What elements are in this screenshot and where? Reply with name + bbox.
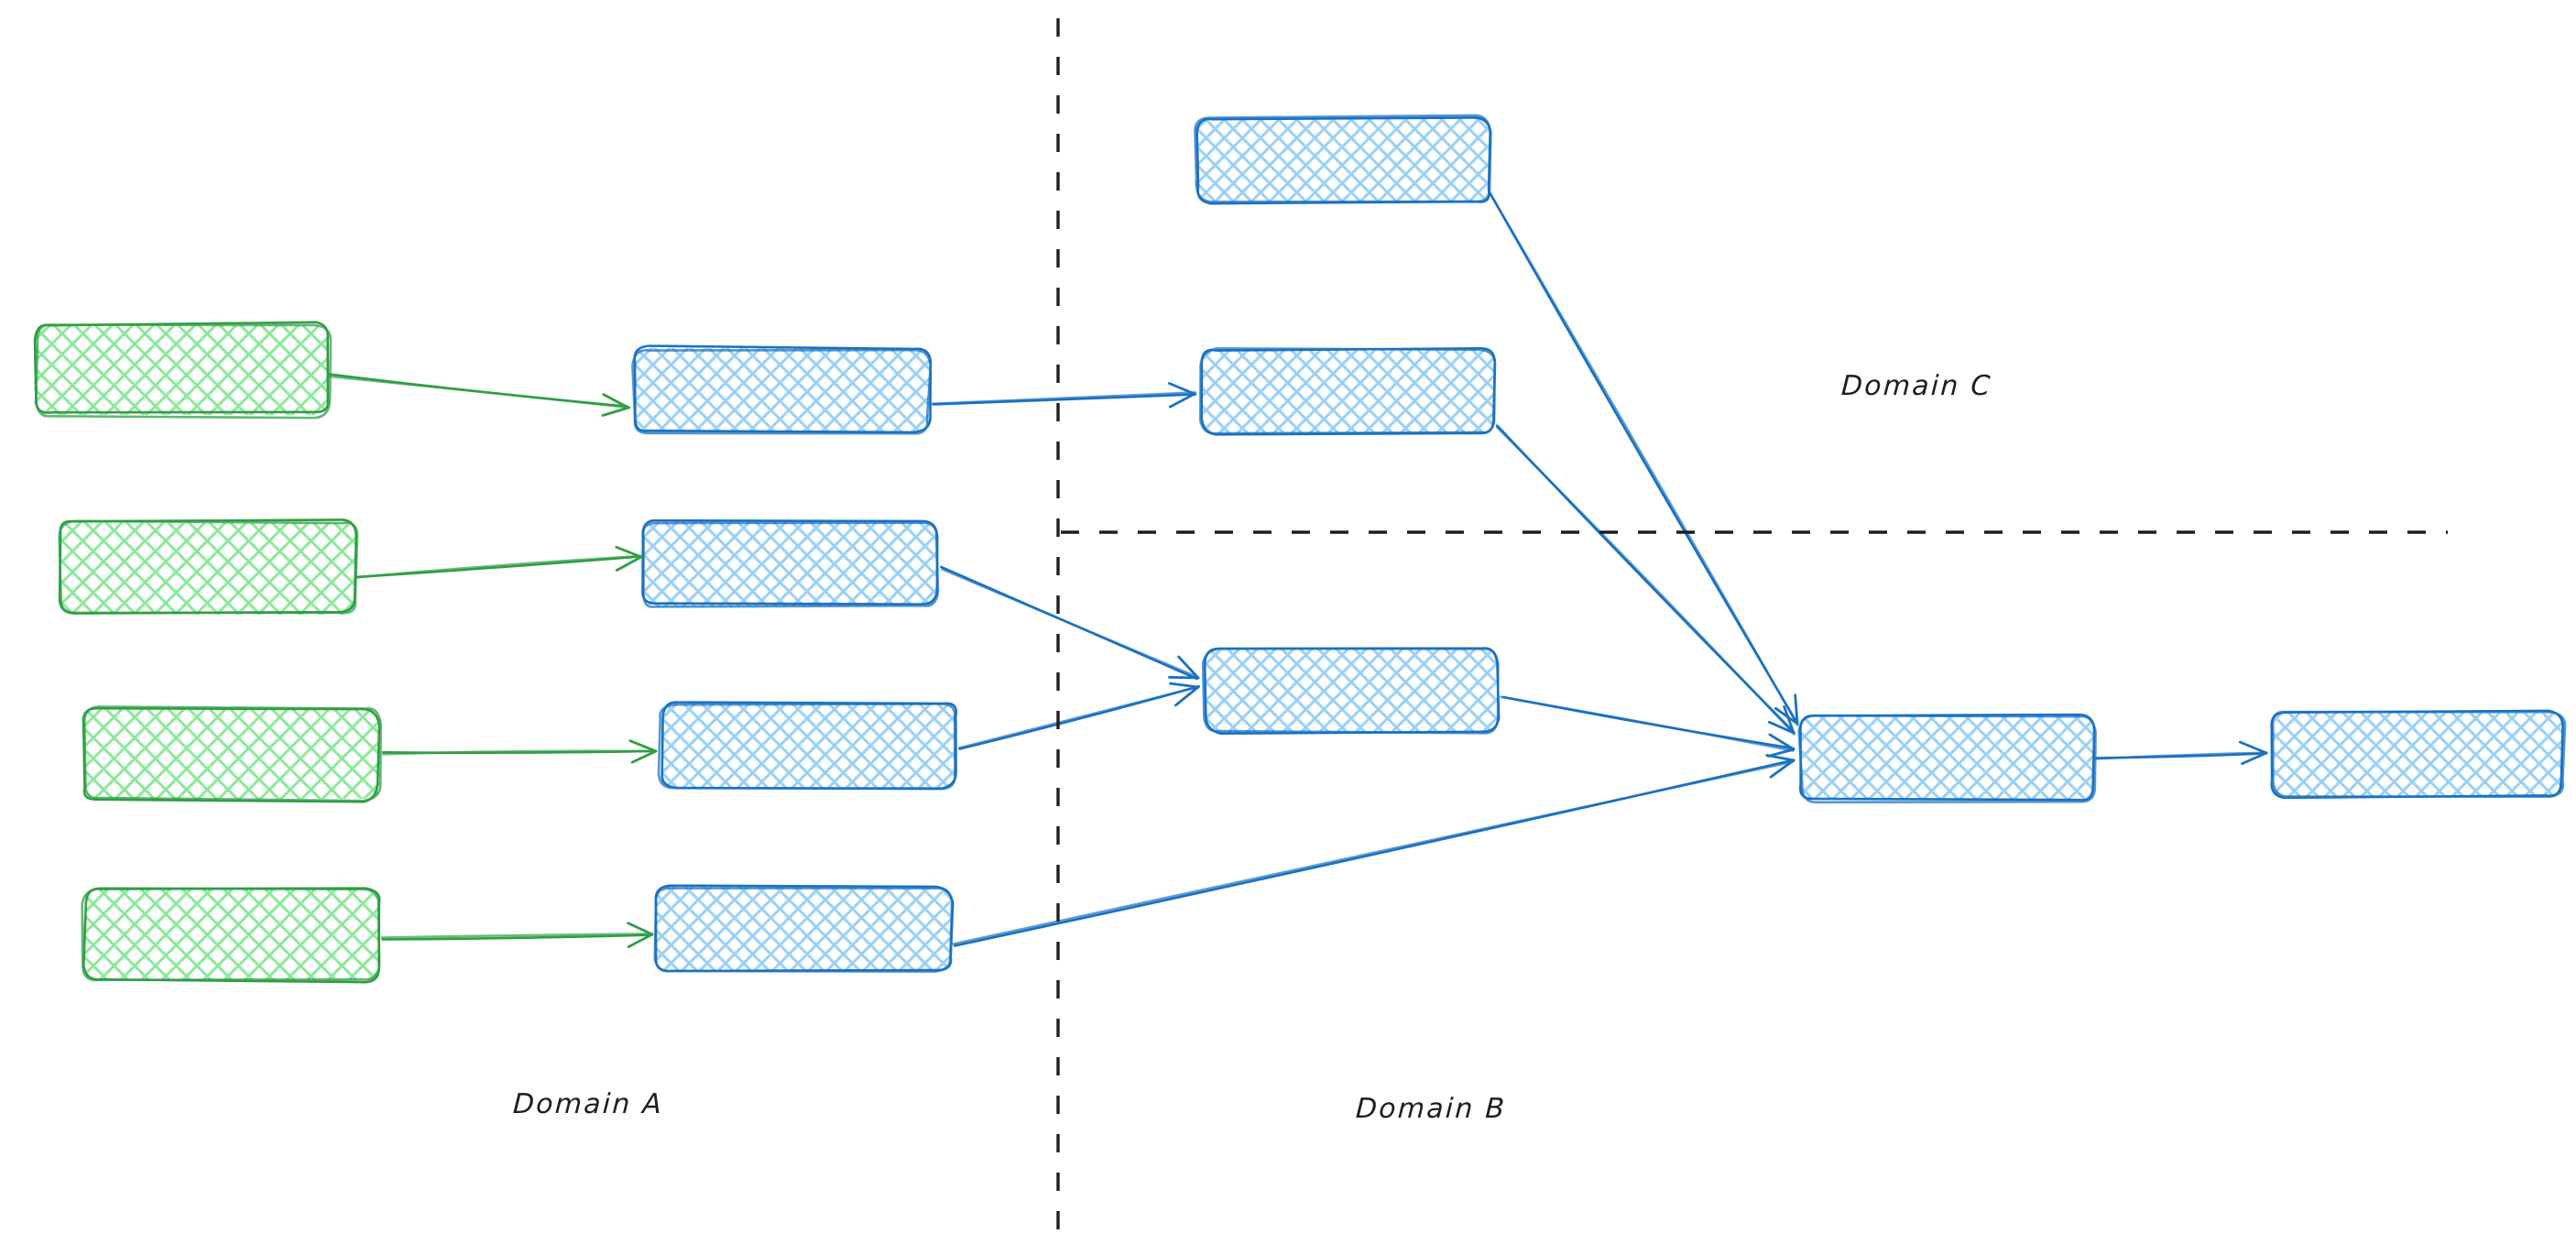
node-outline (82, 887, 381, 984)
node-fill (2271, 712, 2563, 797)
node-fill (661, 703, 957, 789)
nodes-layer (33, 114, 2567, 984)
arrow-head (1765, 754, 1796, 779)
node-b1[interactable] (631, 344, 933, 435)
node-b3[interactable] (657, 701, 958, 791)
edge-b3-c3[interactable] (957, 682, 1201, 750)
node-outline (58, 519, 359, 615)
arrow-head (1168, 382, 1196, 409)
node-outline (657, 703, 956, 791)
node-d1[interactable] (1797, 713, 2097, 804)
edge-c2-d1[interactable] (1495, 424, 1796, 736)
edge-line (382, 749, 657, 756)
arrow-head (615, 545, 643, 572)
edge-a1-b1[interactable] (326, 373, 631, 417)
edges-layer (326, 190, 2268, 948)
node-fill (633, 347, 930, 433)
node-outline (2271, 710, 2567, 799)
node-a2[interactable] (58, 518, 359, 616)
edge-b2-c3[interactable] (940, 565, 1200, 681)
edge-line (380, 933, 654, 939)
edge-b4-d1[interactable] (952, 754, 1796, 947)
edge-line (326, 375, 631, 409)
node-b2[interactable] (641, 518, 940, 608)
edge-line (957, 685, 1199, 749)
edge-line (355, 554, 643, 579)
arrow-head (628, 739, 658, 764)
node-fill (84, 889, 380, 980)
edge-c1-d1[interactable] (1487, 190, 1799, 726)
node-b4[interactable] (653, 884, 955, 973)
node-fill (83, 707, 380, 800)
domain-label-c: Domain C (1840, 370, 1993, 402)
arrow-head (2239, 740, 2268, 766)
edge-line (941, 568, 1200, 679)
arrow-head (1168, 655, 1200, 680)
edge-line (1500, 695, 1795, 752)
node-a3[interactable] (82, 705, 382, 803)
edge-a2-b2[interactable] (355, 545, 644, 579)
edge-line (381, 933, 653, 941)
node-a4[interactable] (81, 887, 381, 984)
edge-line (1488, 191, 1799, 726)
edge-d1-e1[interactable] (2094, 740, 2268, 766)
node-fill (1799, 715, 2094, 802)
arrow-head (1767, 705, 1796, 735)
node-outline (35, 323, 333, 420)
edge-c3-d1[interactable] (1500, 695, 1796, 758)
arrow-head (601, 393, 630, 417)
node-fill (1202, 348, 1497, 435)
node-fill (1204, 647, 1498, 734)
node-fill (655, 886, 952, 972)
node-outline (1199, 347, 1497, 435)
arrow-head (627, 922, 654, 948)
node-outline (653, 887, 954, 973)
node-outline (81, 887, 381, 982)
node-fill (59, 522, 356, 616)
node-fill (642, 521, 939, 607)
arrow-head (1169, 682, 1200, 707)
node-outline (1201, 647, 1500, 735)
edge-line (2094, 751, 2268, 760)
node-outline (1797, 714, 2097, 804)
node-outline (641, 521, 940, 608)
dividers-layer (1056, 18, 2448, 1235)
node-outline (82, 705, 382, 802)
edge-b1-c2[interactable] (931, 382, 1197, 409)
domain-label-b: Domain B (1355, 1093, 1508, 1125)
domain-label-a: Domain A (512, 1088, 664, 1120)
node-a1[interactable] (33, 321, 333, 420)
edge-a4-b4[interactable] (380, 922, 654, 948)
node-fill (34, 325, 329, 416)
node-e1[interactable] (2270, 709, 2567, 800)
edge-line (1495, 426, 1796, 736)
node-c3[interactable] (1201, 647, 1501, 736)
node-c1[interactable] (1194, 114, 1492, 205)
edge-line (952, 760, 1795, 945)
edge-line (931, 391, 1196, 406)
node-c2[interactable] (1199, 346, 1497, 436)
edge-a3-b3[interactable] (381, 739, 658, 764)
node-fill (1195, 116, 1489, 202)
node-outline (1194, 114, 1492, 203)
node-outline (631, 348, 933, 435)
